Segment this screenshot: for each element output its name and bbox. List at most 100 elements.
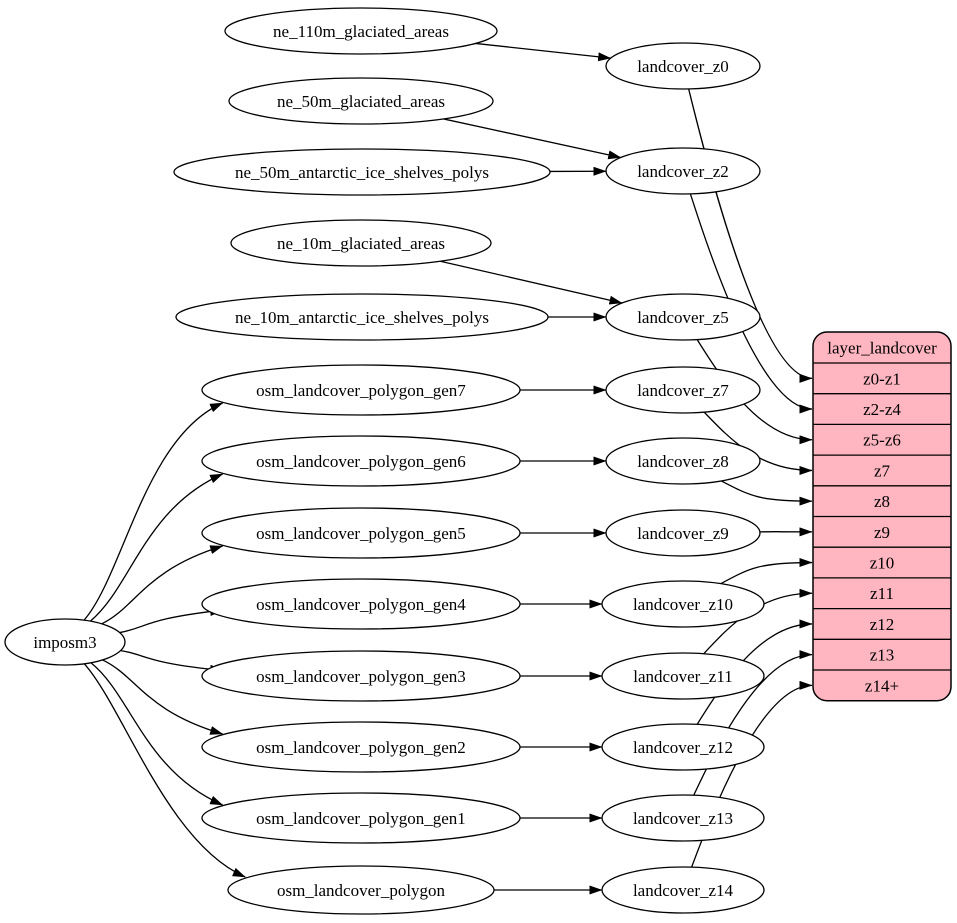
node-label: landcover_z2 bbox=[637, 162, 729, 181]
node-label: osm_landcover_polygon_gen5 bbox=[256, 524, 466, 543]
node-osm_landcover_polygon_gen4: osm_landcover_polygon_gen4 bbox=[201, 578, 521, 630]
table-row-label: z14+ bbox=[865, 676, 899, 695]
node-label: ne_50m_antarctic_ice_shelves_polys bbox=[235, 163, 489, 182]
node-ellipse bbox=[230, 219, 492, 267]
table-title: layer_landcover bbox=[827, 338, 937, 357]
node-label: imposm3 bbox=[33, 633, 96, 652]
node-ellipse bbox=[228, 77, 494, 125]
node-landcover_z14: landcover_z14 bbox=[601, 866, 765, 914]
node-landcover_z0: landcover_z0 bbox=[605, 42, 761, 90]
node-label: landcover_z9 bbox=[637, 524, 729, 543]
node-ellipse bbox=[605, 437, 761, 485]
node-label: osm_landcover_polygon_gen6 bbox=[256, 452, 466, 471]
node-ne_50m_glaciated_areas: ne_50m_glaciated_areas bbox=[228, 77, 494, 125]
node-ellipse bbox=[201, 578, 521, 630]
table-row-label: z7 bbox=[874, 461, 891, 480]
node-ne_50m_antarctic_ice_shelves_polys: ne_50m_antarctic_ice_shelves_polys bbox=[173, 148, 551, 196]
node-label: osm_landcover_polygon_gen1 bbox=[256, 809, 466, 828]
node-landcover_z13: landcover_z13 bbox=[601, 794, 765, 842]
node-ellipse bbox=[601, 723, 765, 771]
node-ellipse bbox=[605, 366, 761, 414]
node-label: osm_landcover_polygon_gen2 bbox=[256, 738, 466, 757]
node-osm_landcover_polygon_gen7: osm_landcover_polygon_gen7 bbox=[201, 364, 521, 416]
node-osm_landcover_polygon_gen3: osm_landcover_polygon_gen3 bbox=[201, 650, 521, 702]
table-row-label: z11 bbox=[870, 584, 894, 603]
node-label: osm_landcover_polygon_gen7 bbox=[256, 381, 466, 400]
edge-imposm3-to-osm_landcover_polygon_gen6 bbox=[89, 473, 224, 622]
node-landcover_z5: landcover_z5 bbox=[605, 293, 761, 341]
table-layer-landcover: layer_landcoverz0-z1z2-z4z5-z6z7z8z9z10z… bbox=[812, 331, 952, 702]
node-ellipse bbox=[201, 650, 521, 702]
node-landcover_z12: landcover_z12 bbox=[601, 723, 765, 771]
node-osm_landcover_polygon: osm_landcover_polygon bbox=[227, 865, 495, 915]
node-label: landcover_z7 bbox=[637, 381, 729, 400]
table-row-label: z9 bbox=[874, 523, 890, 542]
table-row-label: z0-z1 bbox=[863, 369, 901, 388]
edge-imposm3-to-osm_landcover_polygon_gen7 bbox=[83, 402, 224, 621]
node-ne_110m_glaciated_areas: ne_110m_glaciated_areas bbox=[224, 7, 498, 55]
node-landcover_z9: landcover_z9 bbox=[605, 509, 761, 557]
node-ellipse bbox=[175, 293, 549, 341]
node-osm_landcover_polygon_gen1: osm_landcover_polygon_gen1 bbox=[201, 792, 521, 844]
node-label: landcover_z10 bbox=[633, 595, 733, 614]
node-landcover_z10: landcover_z10 bbox=[601, 580, 765, 628]
edge-ne_50m_glaciated_areas-to-landcover_z2 bbox=[443, 118, 622, 160]
edge-landcover_z8-to-layer_landcover-z8 bbox=[720, 480, 813, 506]
edge-imposm3-to-osm_landcover_polygon_gen4 bbox=[119, 607, 224, 634]
edge-landcover_z13-to-layer_landcover-z13 bbox=[693, 650, 813, 796]
node-ellipse bbox=[4, 618, 126, 666]
node-landcover_z11: landcover_z11 bbox=[601, 652, 765, 700]
node-ellipse bbox=[201, 435, 521, 487]
node-label: ne_50m_glaciated_areas bbox=[277, 92, 445, 111]
edge-imposm3-to-osm_landcover_polygon_gen5 bbox=[101, 545, 224, 625]
edge-imposm3-to-osm_landcover_polygon_gen1 bbox=[90, 662, 224, 806]
node-ellipse bbox=[201, 507, 521, 559]
node-label: osm_landcover_polygon_gen4 bbox=[256, 595, 466, 614]
edge-imposm3-to-osm_landcover_polygon bbox=[83, 663, 246, 878]
node-label: landcover_z8 bbox=[637, 452, 729, 471]
node-label: landcover_z0 bbox=[637, 57, 729, 76]
node-label: landcover_z13 bbox=[633, 809, 733, 828]
node-label: landcover_z5 bbox=[637, 308, 729, 327]
edge-imposm3-to-osm_landcover_polygon_gen2 bbox=[102, 659, 224, 735]
node-label: landcover_z11 bbox=[633, 667, 732, 686]
node-ellipse bbox=[605, 509, 761, 557]
table-row-label: z8 bbox=[874, 492, 890, 511]
node-label: ne_10m_antarctic_ice_shelves_polys bbox=[235, 308, 489, 327]
node-imposm3: imposm3 bbox=[4, 618, 126, 666]
table-row-label: z5-z6 bbox=[863, 431, 901, 450]
node-label: landcover_z14 bbox=[633, 881, 734, 900]
node-ellipse bbox=[201, 364, 521, 416]
node-ellipse bbox=[605, 147, 761, 195]
node-ellipse bbox=[605, 42, 761, 90]
node-ellipse bbox=[605, 293, 761, 341]
node-ellipse bbox=[601, 652, 765, 700]
node-label: osm_landcover_polygon_gen3 bbox=[256, 667, 466, 686]
node-label: ne_10m_glaciated_areas bbox=[277, 234, 445, 253]
node-landcover_z8: landcover_z8 bbox=[605, 437, 761, 485]
node-landcover_z7: landcover_z7 bbox=[605, 366, 761, 414]
node-osm_landcover_polygon_gen2: osm_landcover_polygon_gen2 bbox=[201, 721, 521, 773]
node-ellipse bbox=[601, 580, 765, 628]
node-landcover_z2: landcover_z2 bbox=[605, 147, 761, 195]
node-ellipse bbox=[224, 7, 498, 55]
node-label: osm_landcover_polygon bbox=[277, 881, 446, 900]
nodes-layer: imposm3 ne_110m_glaciated_areas ne_50m_gla… bbox=[4, 7, 765, 915]
table-row-label: z12 bbox=[870, 615, 895, 634]
node-ellipse bbox=[601, 866, 765, 914]
node-osm_landcover_polygon_gen6: osm_landcover_polygon_gen6 bbox=[201, 435, 521, 487]
table-row-label: z10 bbox=[870, 554, 895, 573]
edge-landcover_z0-to-layer_landcover-z0-z1 bbox=[688, 88, 813, 383]
edge-landcover_z10-to-layer_landcover-z10 bbox=[720, 558, 813, 585]
node-label: ne_110m_glaciated_areas bbox=[273, 22, 449, 41]
edge-ne_110m_glaciated_areas-to-landcover_z0 bbox=[475, 42, 612, 62]
node-ellipse bbox=[201, 792, 521, 844]
node-ne_10m_glaciated_areas: ne_10m_glaciated_areas bbox=[230, 219, 492, 267]
node-ellipse bbox=[201, 721, 521, 773]
node-ellipse bbox=[173, 148, 551, 196]
node-ellipse bbox=[227, 865, 495, 915]
node-ne_10m_antarctic_ice_shelves_polys: ne_10m_antarctic_ice_shelves_polys bbox=[175, 293, 549, 341]
table-row-label: z13 bbox=[870, 646, 895, 665]
